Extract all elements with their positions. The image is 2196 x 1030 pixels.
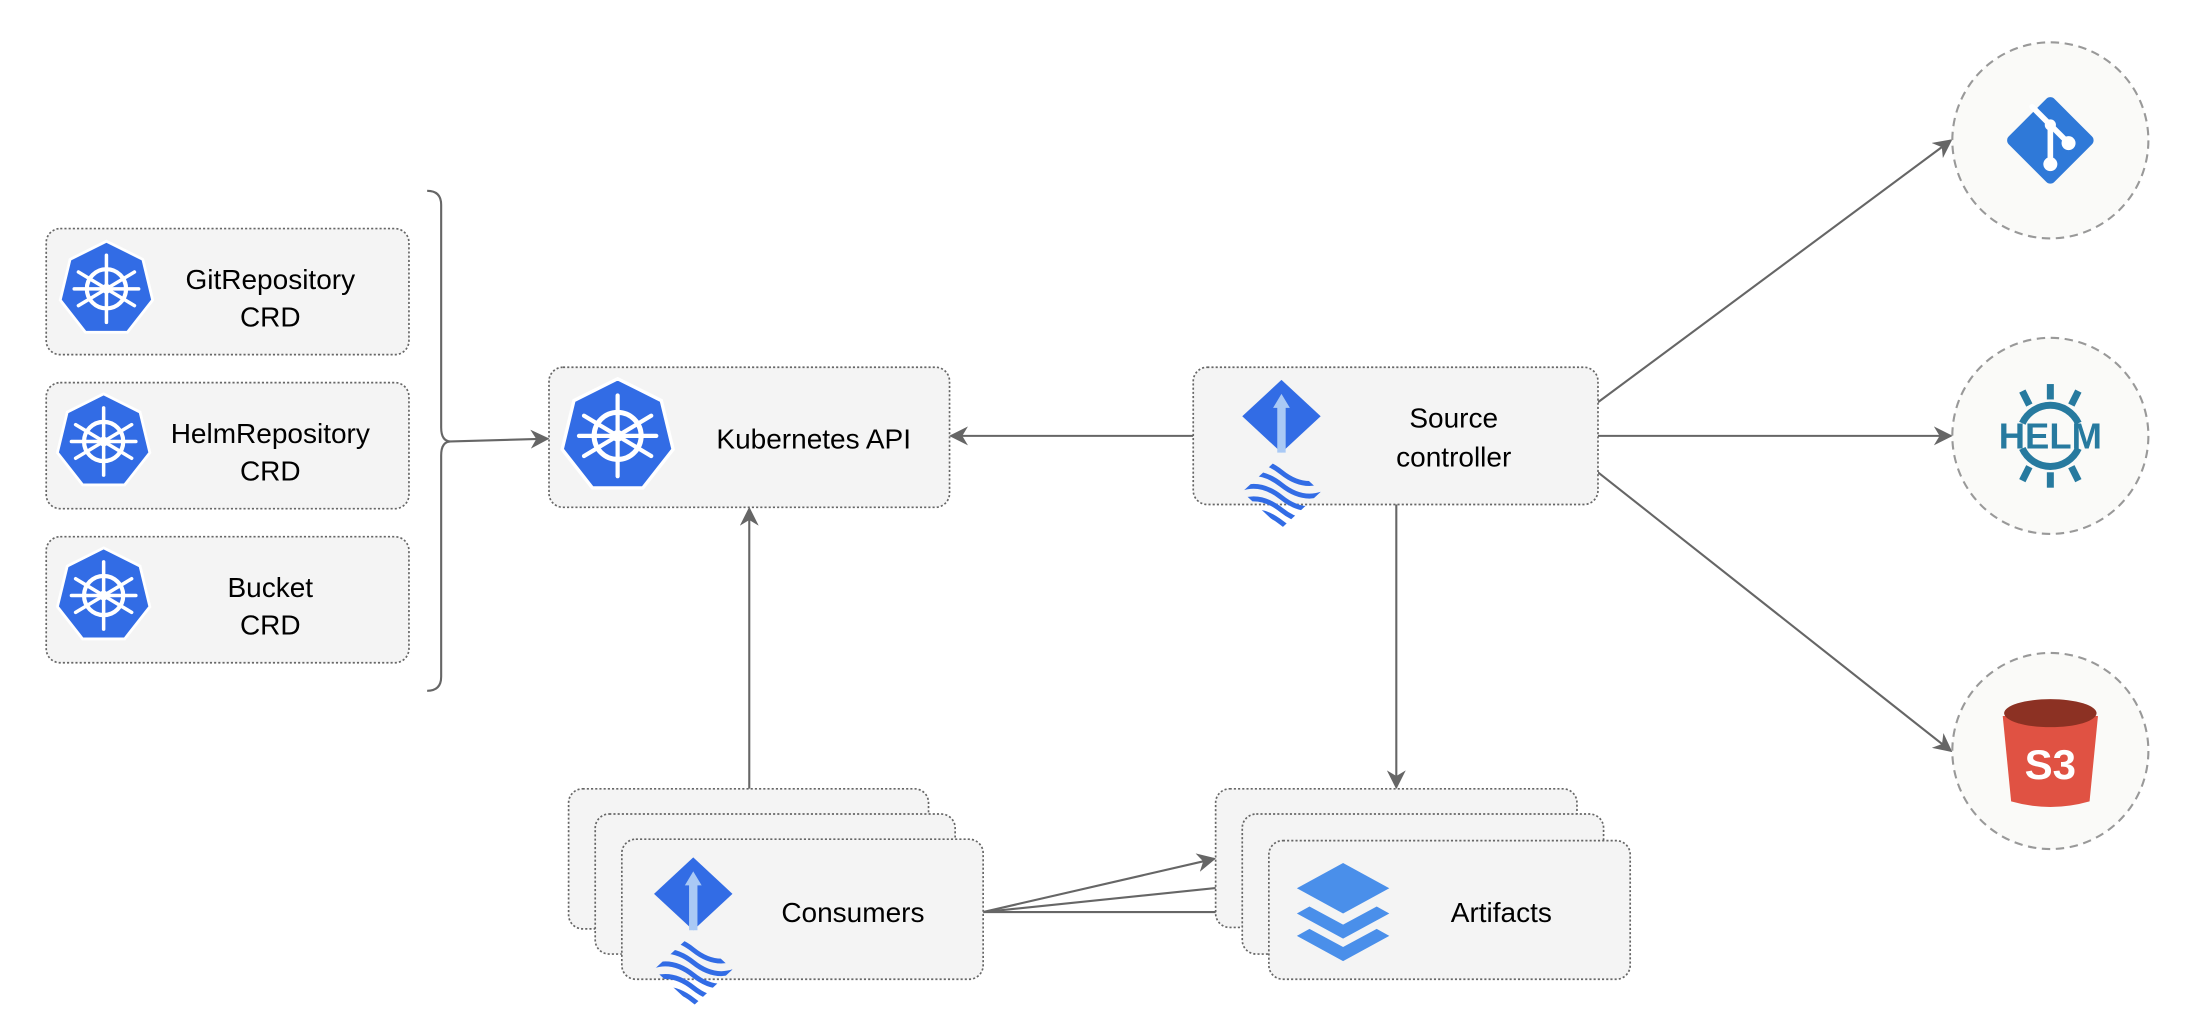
node-label: CRD xyxy=(240,302,301,333)
s3-bucket-icon xyxy=(2002,699,2098,808)
git-repository-crd-node[interactable]: GitRepository CRD xyxy=(45,227,410,356)
node-label: Consumers xyxy=(781,897,924,928)
node-label: CRD xyxy=(240,456,301,487)
helm-logo-text: HELM xyxy=(1999,415,2102,456)
node-label: Artifacts xyxy=(1451,897,1552,928)
node-label: HelmRepository xyxy=(171,418,370,449)
s3-logo-text: S3 xyxy=(2025,741,2076,788)
node-label: Bucket xyxy=(227,572,313,603)
source-controller-node[interactable]: Source controller xyxy=(1192,366,1599,534)
helm-source-node[interactable]: HELM xyxy=(1951,336,2150,535)
s3-source-node[interactable]: S3 xyxy=(1951,651,2150,851)
helm-icon xyxy=(2019,384,2082,488)
arrow-consumers-to-artifacts-1 xyxy=(982,853,1217,914)
arrow-consumers-to-artifacts-2 xyxy=(983,877,1243,914)
arrow-source-controller-to-s3 xyxy=(1597,471,1953,753)
arrow-source-controller-to-git xyxy=(1597,139,1953,404)
git-icon xyxy=(2007,97,2094,184)
artifacts-node[interactable]: Artifacts xyxy=(1214,787,1632,981)
node-label: Source xyxy=(1409,402,1498,433)
node-label: CRD xyxy=(240,610,301,641)
arrow-crds-to-kubernetes-api xyxy=(450,429,550,449)
crd-group-brace xyxy=(427,189,452,692)
node-label: GitRepository xyxy=(185,264,355,295)
kubernetes-api-node[interactable]: Kubernetes API xyxy=(548,366,951,509)
consumers-node[interactable]: Consumers xyxy=(567,787,984,1012)
bucket-crd-node[interactable]: Bucket CRD xyxy=(45,535,410,664)
node-label: Kubernetes API xyxy=(716,423,911,454)
git-source-node[interactable] xyxy=(1951,41,2150,240)
node-label: controller xyxy=(1396,442,1511,473)
helm-repository-crd-node[interactable]: HelmRepository CRD xyxy=(45,381,410,510)
connectors xyxy=(427,139,1953,922)
